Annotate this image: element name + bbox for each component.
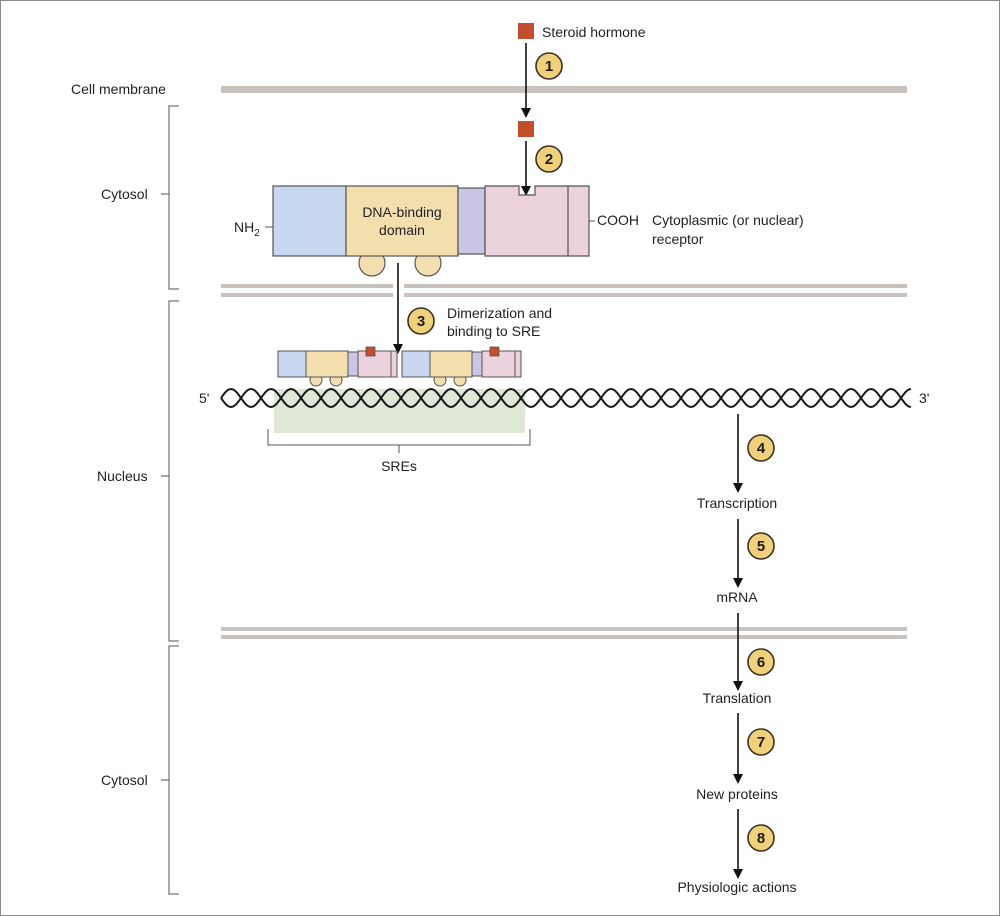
monomer-hinge [347,351,359,377]
steroid-hormone-label: Steroid hormone [542,24,646,40]
step-2-badge: 2 [535,145,563,173]
dna-strand-1 [220,387,912,409]
svg-text:2: 2 [545,151,553,168]
new-proteins-label: New proteins [696,786,778,802]
cooh-label: COOH [597,212,639,228]
nucleus-bracket [161,300,179,642]
cell-membrane-label: Cell membrane [71,81,166,97]
bound-hormone-icon [489,346,500,357]
svg-text:7: 7 [757,734,765,751]
physiologic-actions-label: Physiologic actions [677,879,796,895]
sre-label: SREs [381,458,417,474]
monomer-n-terminal [277,350,307,378]
svg-text:1: 1 [545,58,553,75]
step-4-badge: 4 [747,434,775,462]
cytoplasmic-receptor: DNA-binding domain [272,185,590,277]
cytosol-bottom-bracket [161,645,179,895]
three-prime-label: 3' [919,390,929,406]
hormone-in-cytosol-icon [518,121,534,137]
svg-text:5: 5 [757,538,765,555]
receptor-dna-binding-domain [345,185,459,257]
sre-bracket [267,429,531,453]
nh2-label: NH2 [234,219,260,239]
translation-label: Translation [703,690,772,706]
receptor-label-2: receptor [652,231,704,247]
step-3-label: Dimerization and [447,305,552,321]
step-3-label-2: binding to SRE [447,323,540,339]
svg-text:4: 4 [757,440,766,457]
step-5-badge: 5 [747,532,775,560]
dna-binding-domain-label-2: domain [379,222,425,238]
receptor-n-terminal-domain [272,185,347,257]
step-8-badge: 8 [747,824,775,852]
five-prime-label: 5' [199,390,209,406]
steroid-hormone-icon [518,23,534,39]
dna-double-helix [220,387,912,409]
monomer-n-terminal [401,350,431,378]
transcription-label: Transcription [697,495,777,511]
step-1-badge: 1 [535,52,563,80]
step-7-badge: 7 [747,728,775,756]
receptor-hinge [457,187,486,255]
svg-text:8: 8 [757,830,765,847]
cell-membrane [221,86,907,93]
dna-binding-domain-label: DNA-binding [362,204,441,220]
receptor-dimer [277,346,522,387]
nuclear-envelope-top [221,284,907,297]
nuclear-envelope-bottom [221,627,907,639]
svg-text:6: 6 [757,654,765,671]
cytosol-bottom-label: Cytosol [101,772,148,788]
monomer-dna-binding-domain [305,350,349,378]
monomer-hinge [471,351,483,377]
bound-hormone-icon [365,346,376,357]
svg-text:3: 3 [417,313,425,330]
step-3-badge: 3 [407,307,435,335]
cytosol-top-bracket [161,105,179,290]
dna-strand-2 [220,387,912,409]
receptor-label: Cytoplasmic (or nuclear) [652,212,804,228]
receptor-ligand-binding-domain [484,185,590,257]
nucleus-label: Nucleus [97,468,148,484]
step-6-badge: 6 [747,648,775,676]
monomer-dna-binding-domain [429,350,473,378]
mrna-label: mRNA [716,589,758,605]
cytosol-top-label: Cytosol [101,186,148,202]
